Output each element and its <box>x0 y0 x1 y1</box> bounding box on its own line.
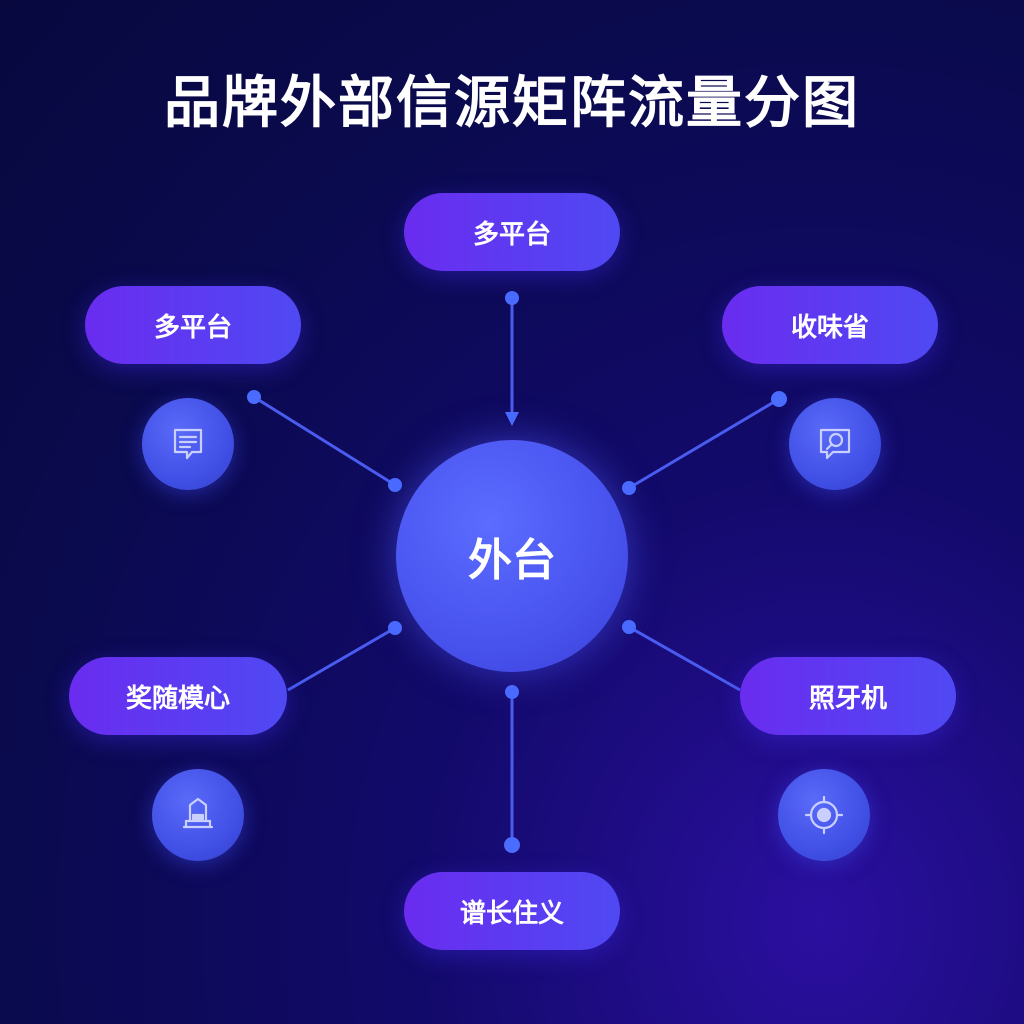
link-dot <box>505 685 519 699</box>
node-upper-right[interactable]: 收味省 <box>722 286 938 364</box>
link-lower-right <box>628 625 741 692</box>
arrow-head <box>505 412 519 426</box>
link-dot <box>771 391 787 407</box>
link-dot <box>622 481 636 495</box>
link-upper-left <box>253 395 396 487</box>
hub-label: 外台 <box>468 535 556 586</box>
node-lower-left-label: 奖随模心 <box>125 683 230 714</box>
link-dot <box>247 390 261 404</box>
link-dot <box>504 837 520 853</box>
node-bottom[interactable]: 谱长住义 <box>404 872 620 950</box>
node-lower-right[interactable]: 照牙机 <box>740 657 956 735</box>
hub-node[interactable]: 外台 <box>396 440 628 672</box>
link-dot <box>505 291 519 305</box>
node-upper-left[interactable]: 多平台 <box>85 286 301 364</box>
document-chat-icon <box>142 398 234 490</box>
target-icon <box>778 769 870 861</box>
link-dot <box>622 620 636 634</box>
link-upper-right <box>628 397 780 490</box>
building-icon <box>152 769 244 861</box>
search-chat-icon <box>789 398 881 490</box>
node-lower-left[interactable]: 奖随模心 <box>69 657 287 735</box>
node-lower-right-label: 照牙机 <box>808 683 887 714</box>
link-lower-left <box>287 626 396 692</box>
link-dot <box>388 621 402 635</box>
page-title: 品牌外部信源矩阵流量分图 <box>164 71 860 136</box>
node-upper-right-label: 收味省 <box>790 312 869 343</box>
node-top[interactable]: 多平台 <box>404 193 620 271</box>
link-dot <box>388 478 402 492</box>
node-bottom-label: 谱长住义 <box>459 898 564 929</box>
node-upper-left-label: 多平台 <box>153 312 232 343</box>
node-top-label: 多平台 <box>472 219 551 250</box>
